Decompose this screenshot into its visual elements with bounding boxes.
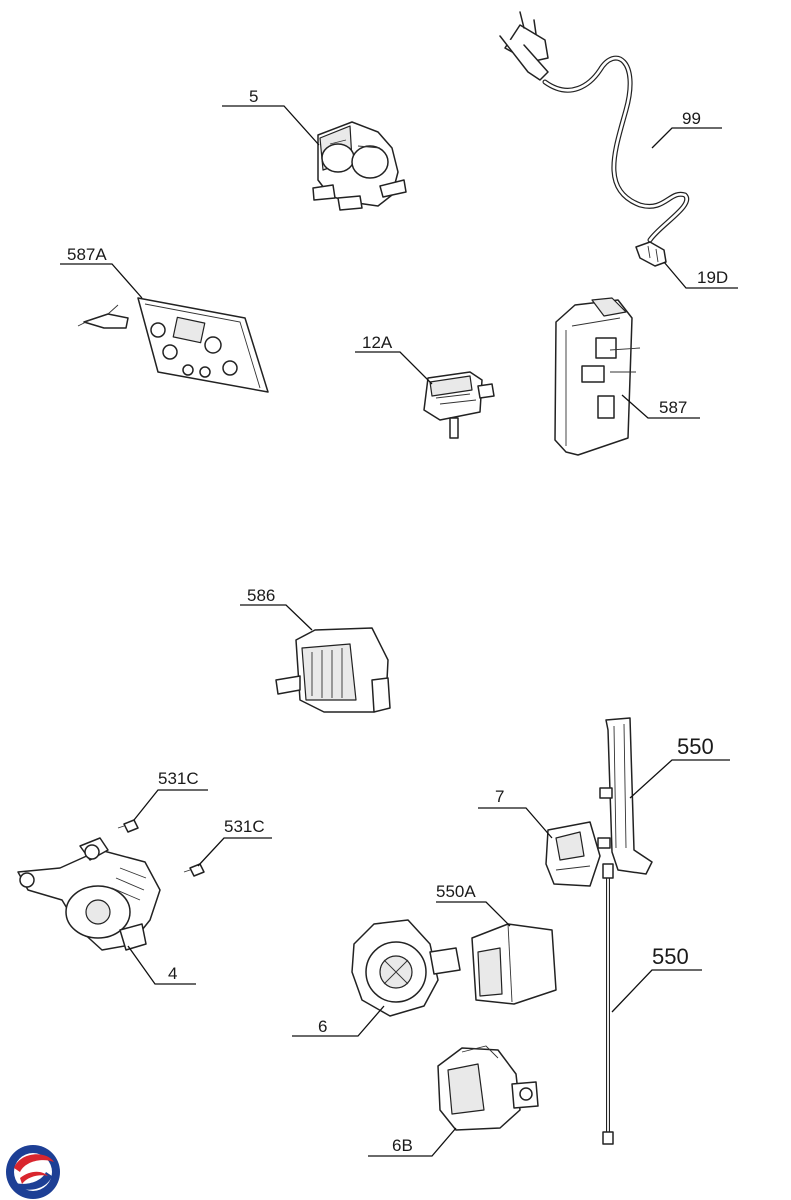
leader-550-top <box>629 759 730 799</box>
part-550-wire <box>602 863 614 1145</box>
label-99: 99 <box>682 109 701 128</box>
leader-587a <box>60 263 143 299</box>
part-6-drain-pump <box>351 919 461 1017</box>
label-587: 587 <box>659 398 688 417</box>
label-6b: 6B <box>392 1136 413 1155</box>
leader-5 <box>222 105 320 146</box>
leader-587 <box>621 394 700 419</box>
part-7-door-lock <box>545 821 601 887</box>
brand-logo <box>6 1145 60 1199</box>
label-531c-b: 531C <box>224 817 265 836</box>
part-19d-clip <box>635 241 667 267</box>
leader-6b <box>368 1127 457 1157</box>
part-4-pump <box>17 837 161 951</box>
part-550a-block <box>471 923 557 1005</box>
label-4: 4 <box>168 964 178 983</box>
label-550-top: 550 <box>677 734 714 759</box>
leader-12a <box>355 351 433 385</box>
part-6b-pump <box>437 1045 539 1131</box>
part-531c-screw-b <box>183 863 205 877</box>
label-5: 5 <box>249 87 259 106</box>
label-587a: 587A <box>67 245 107 264</box>
part-531c-screw-a <box>117 819 139 833</box>
label-7: 7 <box>495 787 505 806</box>
leader-586 <box>240 604 313 631</box>
leader-550a <box>436 901 511 927</box>
leader-6 <box>292 1005 385 1037</box>
leader-7 <box>478 807 553 839</box>
part-587-housing <box>554 297 641 456</box>
label-586: 586 <box>247 586 276 605</box>
leader-531c-b <box>197 837 272 867</box>
leader-99 <box>651 127 722 149</box>
label-550a: 550A <box>436 882 476 901</box>
label-550-bottom: 550 <box>652 944 689 969</box>
label-19d: 19D <box>697 268 729 287</box>
part-99-power-cord <box>499 11 690 243</box>
part-12a-pressure-switch <box>423 371 495 439</box>
leader-531c-a <box>133 789 208 821</box>
part-550-bracket <box>597 717 653 875</box>
leader-19d <box>663 261 738 289</box>
part-586-module <box>275 627 391 713</box>
part-587a-control-board <box>77 297 269 393</box>
label-6: 6 <box>318 1017 328 1036</box>
leader-4 <box>127 945 196 985</box>
label-531c-a: 531C <box>158 769 199 788</box>
part-5-inlet-valve <box>312 121 407 211</box>
leader-550-bottom <box>611 969 702 1013</box>
label-12a: 12A <box>362 333 393 352</box>
